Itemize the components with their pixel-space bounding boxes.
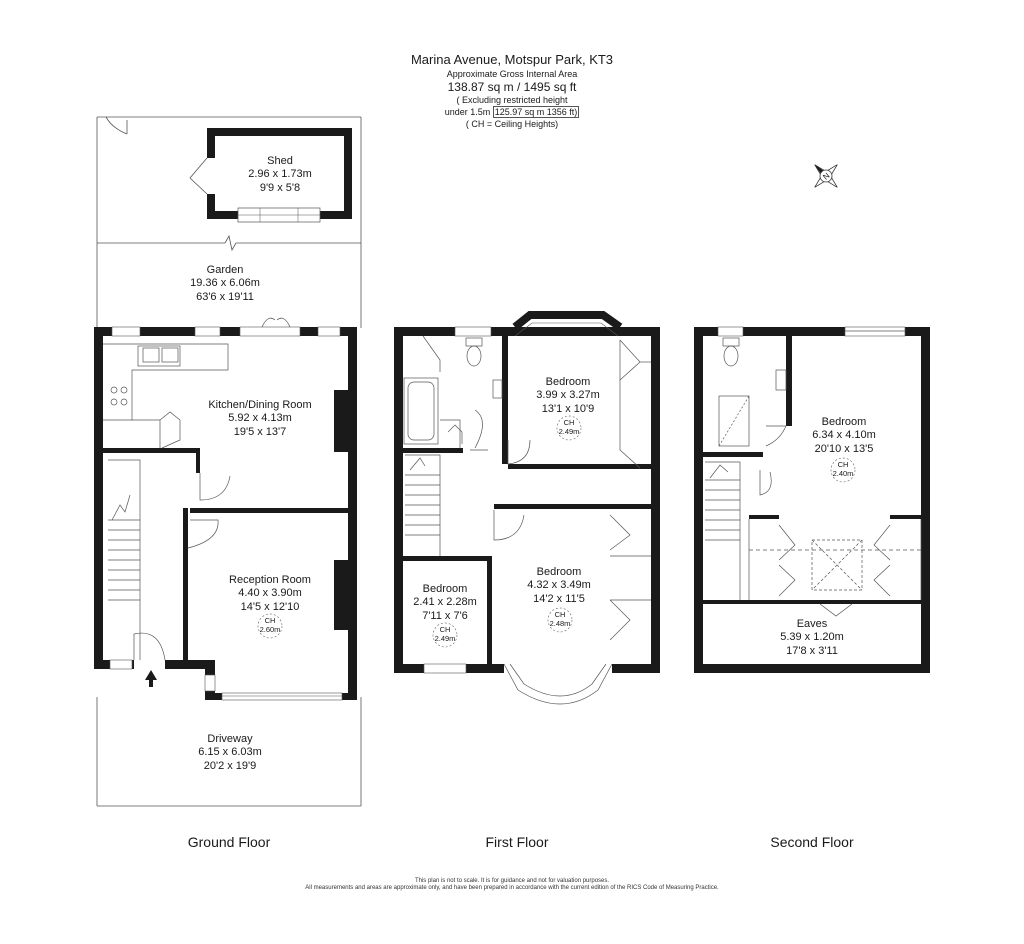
room-imperial: 19'5 x 13'7 [233,425,287,438]
ch-value: 2.48m [549,619,571,628]
room-imperial: 7'11 x 7'6 [422,609,468,622]
room-bedroom-rear: Bedroom 3.99 x 3.27m 13'1 x 10'9 [523,376,613,416]
second-floor-walls [694,326,930,673]
room-driveway: Driveway 6.15 x 6.03m 20'2 x 19'9 [180,733,280,773]
property-title: Marina Avenue, Motspur Park, KT3 [410,52,614,67]
area-label: Approximate Gross Internal Area [446,69,578,79]
ch-value: 2.60m [259,625,281,634]
ch-label: CH [264,616,276,625]
excluding-note-prefix: under 1.5m [444,107,491,117]
room-metric: 5.92 x 4.13m [228,412,292,425]
room-name: Bedroom [536,566,582,578]
gross-area: 138.87 sq m / 1495 sq ft [447,80,577,94]
room-garden: Garden 19.36 x 6.06m 63'6 x 19'11 [175,264,275,304]
excluding-note-line2: under 1.5m 125.97 sq m 1356 ft) [0,106,1024,118]
ch-value: 2.49m [558,427,580,436]
room-imperial: 20'2 x 19'9 [203,759,257,772]
second-floor-label: Second Floor [770,834,854,850]
ceiling-height-marker [432,622,458,648]
room-bedroom-loft: Bedroom 6.34 x 4.10m 20'10 x 13'5 [799,416,889,456]
excluding-note-line1: ( Excluding restricted height [456,95,568,105]
ch-label: CH [837,460,849,469]
room-name: Garden [206,264,244,276]
room-metric: 4.32 x 3.49m [527,579,591,592]
room-name: Driveway [207,733,253,745]
room-metric: 6.15 x 6.03m [198,746,262,759]
room-eaves: Eaves 5.39 x 1.20m 17'8 x 3'11 [767,618,857,658]
ground-floor-fixtures [103,317,291,661]
room-imperial: 14'5 x 12'10 [240,600,300,613]
room-name: Shed [267,155,293,167]
compass-north-icon: N [814,164,838,188]
room-metric: 2.96 x 1.73m [248,168,312,181]
disclaimer-line2: All measurements and areas are approxima… [305,885,719,891]
ceiling-height-marker [547,607,573,633]
compass-letter: N [821,171,831,182]
entrance-arrow-icon [145,670,157,687]
disclaimer-line1: This plan is not to scale. It is for gui… [414,878,610,884]
ceiling-height-marker [257,613,283,639]
room-name: Bedroom [821,416,867,428]
excluding-note-boxed: 125.97 sq m 1356 ft) [492,106,580,118]
ceiling-height-marker [830,457,856,483]
room-metric: 6.34 x 4.10m [812,429,876,442]
ch-label: CH [554,610,566,619]
room-name: Eaves [796,618,828,630]
driveway-boundary [96,697,362,807]
room-imperial: 17'8 x 3'11 [786,644,838,657]
room-metric: 19.36 x 6.06m [190,277,260,290]
ch-label: CH [563,418,575,427]
room-imperial: 14'2 x 11'5 [533,592,585,605]
ground-floor-walls [94,326,357,701]
ceiling-height-reception: CH 2.60m [256,616,284,634]
ceiling-height-bedroom-small: CH 2.49m [431,625,459,643]
ch-value: 2.49m [434,634,456,643]
ceiling-height-bedroom-front: CH 2.48m [546,610,574,628]
ceiling-height-bedroom-rear: CH 2.49m [555,418,583,436]
room-name: Kitchen/Dining Room [208,399,312,411]
room-metric: 2.41 x 2.28m [413,596,477,609]
room-metric: 5.39 x 1.20m [780,631,844,644]
first-floor-walls [394,311,660,674]
first-floor-fixtures [403,335,651,705]
room-imperial: 13'1 x 10'9 [541,402,595,415]
room-bedroom-small: Bedroom 2.41 x 2.28m 7'11 x 7'6 [400,583,490,623]
ground-floor-label: Ground Floor [187,834,271,850]
ceiling-height-marker [556,415,582,441]
room-metric: 4.40 x 3.90m [238,587,302,600]
ceiling-height-note: ( CH = Ceiling Heights) [465,119,559,129]
room-imperial: 63'6 x 19'11 [196,290,254,303]
room-metric: 3.99 x 3.27m [536,389,600,402]
room-reception: Reception Room 4.40 x 3.90m 14'5 x 12'10 [215,574,325,614]
second-floor-fixtures [705,330,922,617]
ceiling-height-bedroom-loft: CH 2.40m [829,460,857,478]
first-floor-label: First Floor [485,834,549,850]
room-shed: Shed 2.96 x 1.73m 9'9 x 5'8 [235,155,325,195]
room-name: Reception Room [229,574,311,586]
room-imperial: 9'9 x 5'8 [259,181,301,194]
room-name: Bedroom [422,583,468,595]
room-name: Bedroom [545,376,591,388]
shed-structure [189,128,352,223]
room-bedroom-front: Bedroom 4.32 x 3.49m 14'2 x 11'5 [514,566,604,606]
room-imperial: 20'10 x 13'5 [814,442,874,455]
room-kitchen-dining: Kitchen/Dining Room 5.92 x 4.13m 19'5 x … [195,399,325,439]
ch-value: 2.40m [832,469,854,478]
ch-label: CH [439,625,451,634]
garden-boundary [96,116,362,328]
